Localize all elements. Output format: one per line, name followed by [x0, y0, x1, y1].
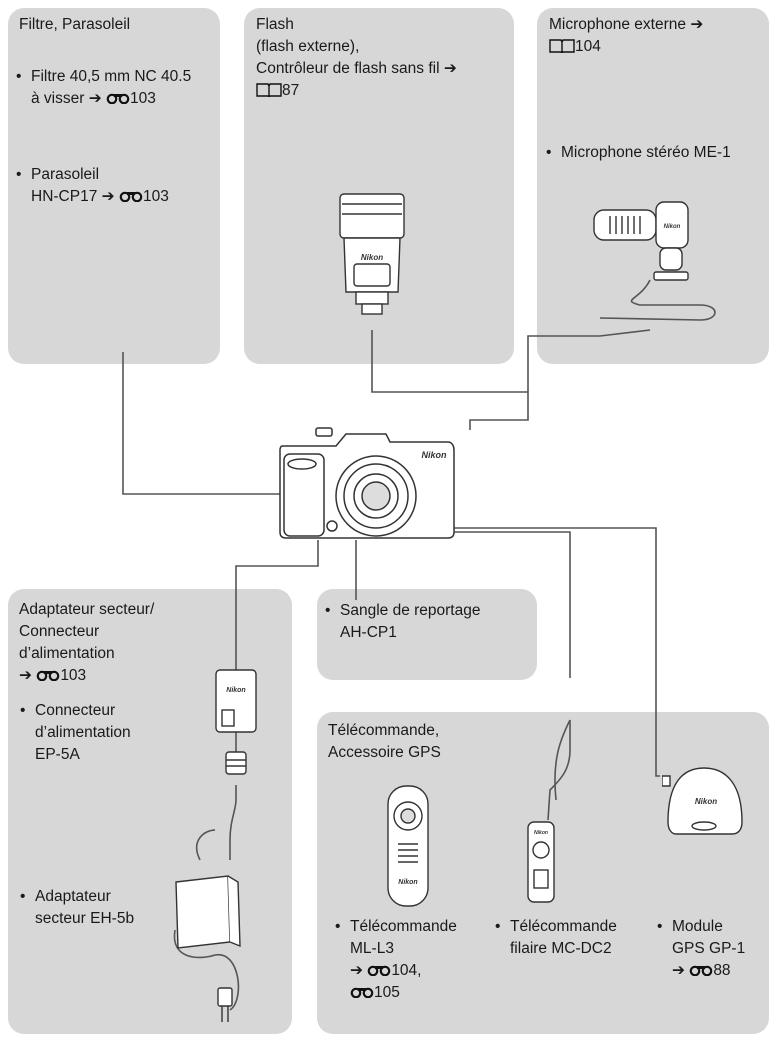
- brand-logo: Nikon: [398, 879, 417, 886]
- flash-connection-line: [371, 330, 529, 430]
- remote-line1: Télécommande,: [328, 722, 440, 739]
- speedlight-illustration: Nikon: [339, 193, 405, 315]
- book-icon: [549, 39, 575, 53]
- ml-l3-ref1: 104,: [391, 962, 422, 979]
- binocular-icon: [37, 670, 60, 681]
- power-box-text: Adaptateur secteur/ Connecteur d’aliment…: [19, 599, 154, 687]
- ac-adapter-line2: secteur EH-5b: [35, 910, 135, 927]
- camera-illustration: Nikon: [279, 427, 455, 539]
- arrow-icon: ➔: [690, 16, 704, 33]
- strap-item: • Sangle de reportage AH-CP1: [325, 600, 481, 644]
- mc-dc2-line2: filaire MC-DC2: [510, 940, 612, 957]
- flash-ref-line: 87: [256, 80, 457, 102]
- mic-connection-line: [527, 329, 651, 392]
- flash-box-text: Flash (flash externe), Contrôleur de fla…: [256, 14, 457, 102]
- gps-connection-line: [450, 527, 660, 777]
- binocular-icon: [350, 987, 374, 998]
- power-box: [8, 589, 292, 1034]
- power-connector-line1: Connecteur: [35, 702, 116, 719]
- mic-title-line: Microphone externe ➔: [549, 16, 704, 33]
- flash-line2: (flash externe),: [256, 38, 360, 55]
- arrow-icon: ➔: [88, 90, 102, 107]
- power-ref: 103: [60, 667, 87, 684]
- filter-item-line2: à visser ➔ 103: [31, 90, 156, 107]
- mic-item-label: Microphone stéréo ME-1: [561, 144, 731, 161]
- arrow-icon: ➔: [350, 962, 363, 979]
- remote-box-text: Télécommande, Accessoire GPS: [328, 720, 441, 764]
- mic-box-text: Microphone externe ➔ 104: [549, 14, 703, 58]
- power-connector-item: • Connecteur d’alimentation EP-5A: [20, 700, 131, 766]
- ac-adapter-illustration: [175, 875, 241, 949]
- brand-logo: Nikon: [534, 830, 548, 836]
- power-connection-line: [235, 540, 319, 670]
- flash-line3: Contrôleur de flash sans fil ➔: [256, 60, 457, 77]
- arrow-icon: ➔: [443, 60, 457, 77]
- gp-1-line2: GPS GP-1: [672, 940, 746, 957]
- mc-dc2-line1: Télécommande: [510, 918, 617, 935]
- ml-l3-ref-line1: ➔ 104,: [350, 960, 457, 982]
- arrow-icon: ➔: [19, 667, 32, 684]
- brand-logo: Nikon: [695, 797, 717, 806]
- mic-item: • Microphone stéréo ME-1: [546, 142, 731, 164]
- ml-l3-ref-line2: 105: [350, 982, 457, 1004]
- brand-logo: Nikon: [226, 687, 245, 694]
- power-connector-line3: EP-5A: [35, 746, 80, 763]
- strap-box: [317, 589, 537, 680]
- ml-l3-ref2: 105: [374, 984, 400, 1001]
- remote-connection-line: [450, 531, 571, 678]
- cord-remote-illustration: Nikon: [527, 821, 555, 903]
- lens-hood-line2: HN-CP17 ➔ 103: [31, 188, 169, 205]
- filter-box-title: Filtre, Parasoleil: [19, 16, 131, 33]
- power-line2: Connecteur: [19, 623, 100, 640]
- mic-ref-line: 104: [549, 36, 703, 58]
- filter-connection-line: [122, 352, 300, 495]
- gps-unit-illustration: Nikon: [662, 767, 743, 835]
- wireless-remote-illustration: Nikon: [387, 785, 429, 907]
- power-connector-line2: d’alimentation: [35, 724, 131, 741]
- ml-l3-line1: Télécommande: [350, 918, 457, 935]
- lens-hood-ref: 103: [142, 188, 169, 205]
- gp-1-ref: 88: [713, 962, 731, 979]
- remote-cable: [547, 720, 571, 821]
- power-ref-line: ➔ 103: [19, 665, 154, 687]
- brand-logo: Nikon: [361, 253, 383, 262]
- lens-hood-line1: Parasoleil: [31, 166, 100, 183]
- brand-logo: Nikon: [664, 224, 681, 230]
- plug-icon: [217, 987, 233, 1022]
- microphone-illustration: Nikon: [593, 201, 689, 281]
- ml-l3-item: • Télécommande ML-L3 ➔ 104, 105: [335, 916, 457, 1004]
- filter-item-line1: Filtre 40,5 mm NC 40.5: [31, 68, 192, 85]
- binocular-icon: [119, 191, 143, 202]
- binocular-icon: [106, 93, 130, 104]
- filter-box: [8, 8, 220, 364]
- book-icon: [256, 83, 282, 97]
- mic-cable: [599, 279, 716, 321]
- arrow-icon: ➔: [672, 962, 685, 979]
- ac-adapter-line1: Adaptateur: [35, 888, 111, 905]
- gp-1-item: • Module GPS GP-1 ➔ 88: [657, 916, 746, 982]
- strap-line2: AH-CP1: [340, 624, 397, 641]
- ac-adapter-item: • Adaptateur secteur EH-5b: [20, 886, 135, 930]
- flash-ref: 87: [282, 82, 300, 99]
- lens-hood-item: • Parasoleil HN-CP17 ➔ 103: [16, 164, 169, 208]
- gp-1-line1: Module: [672, 918, 723, 935]
- power-connector-illustration: Nikon: [215, 669, 257, 775]
- binocular-icon: [690, 965, 713, 976]
- power-line3: d’alimentation: [19, 645, 115, 662]
- filter-item: • Filtre 40,5 mm NC 40.5 à visser ➔ 103: [16, 66, 192, 110]
- binocular-icon: [368, 965, 391, 976]
- flash-line1: Flash: [256, 16, 294, 33]
- strap-line1: Sangle de reportage: [340, 602, 481, 619]
- mc-dc2-item: • Télécommande filaire MC-DC2: [495, 916, 617, 960]
- arrow-icon: ➔: [101, 188, 115, 205]
- power-line1: Adaptateur secteur/: [19, 601, 155, 618]
- gp-1-ref-line: ➔ 88: [672, 960, 745, 982]
- brand-logo: Nikon: [421, 450, 447, 460]
- ml-l3-line2: ML-L3: [350, 940, 394, 957]
- remote-line2: Accessoire GPS: [328, 744, 441, 761]
- filter-item-ref: 103: [130, 90, 156, 107]
- mic-ref: 104: [575, 38, 601, 55]
